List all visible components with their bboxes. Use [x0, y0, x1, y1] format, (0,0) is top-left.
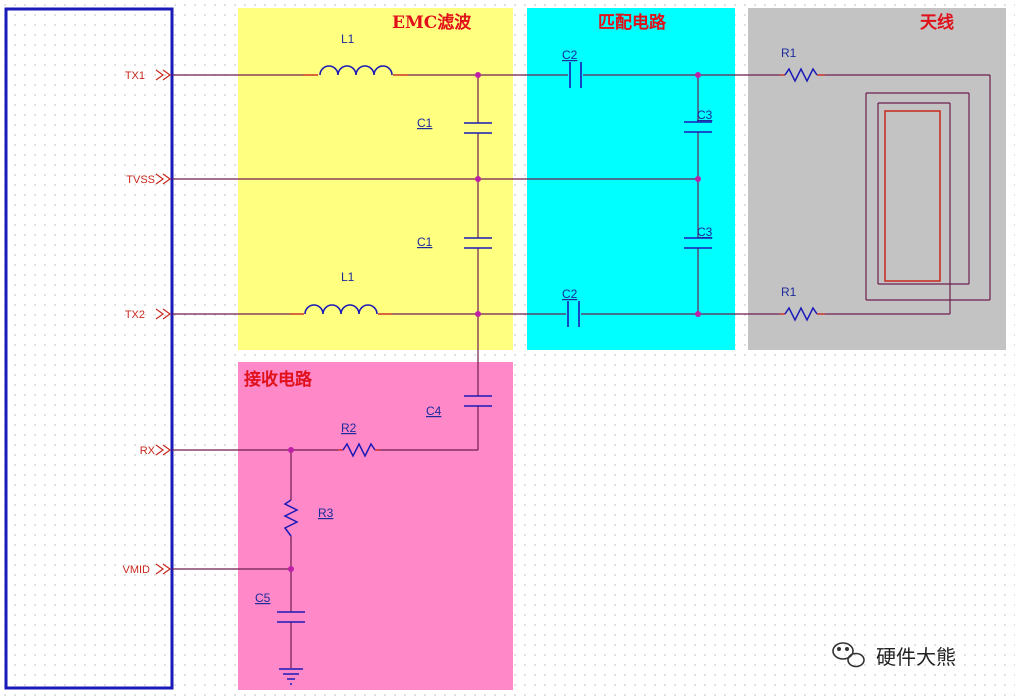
label-r3: R3: [318, 506, 334, 520]
label-c1-top: C1: [417, 116, 433, 130]
emc-filter-title: EMC滤波: [392, 12, 472, 33]
antenna-title: 天线: [920, 12, 954, 33]
inductor-l1-bottom-icon: [290, 304, 392, 315]
pin-label-vmid: VMID: [123, 564, 151, 576]
watermark-text: 硬件大熊: [876, 645, 956, 669]
capacitor-c2-top-icon: [569, 62, 582, 88]
receive-circuit-region: [238, 362, 513, 690]
label-r2: R2: [341, 421, 357, 435]
antenna-coil-icon: [865, 75, 991, 314]
capacitor-c1-top-icon: [464, 122, 492, 134]
resistor-r2-icon: [338, 442, 380, 458]
pin-arrow-icon: [155, 173, 172, 185]
ground-icon: [279, 668, 303, 685]
label-l1-bottom: L1: [341, 270, 355, 284]
pin-label-rx: RX: [140, 445, 156, 457]
label-c4: C4: [426, 404, 442, 418]
capacitor-c5-icon: [277, 611, 305, 623]
label-c2-bottom: C2: [562, 287, 578, 301]
inductor-l1-top-icon: [303, 65, 408, 76]
wires: [172, 74, 990, 668]
pin-arrow-icon: [155, 444, 172, 456]
capacitor-c2-bottom-icon: [567, 301, 580, 327]
pin-tvss: TVSS: [126, 173, 172, 186]
capacitor-c3-bottom-icon: [684, 237, 712, 249]
resistor-r1-bottom-icon: [780, 306, 825, 322]
label-c3-bottom: C3: [697, 225, 713, 239]
capacitor-c1-bottom-icon: [464, 237, 492, 249]
pin-arrow-icon: [155, 308, 172, 320]
pin-arrow-icon: [155, 69, 172, 81]
label-c3-top: C3: [697, 108, 713, 122]
matching-circuit-title: 匹配电路: [598, 12, 667, 33]
label-r1-bottom: R1: [781, 285, 797, 299]
pin-label-tx1: TX1: [125, 70, 145, 82]
wechat-logo-icon: [832, 642, 865, 668]
capacitor-c4-icon: [464, 395, 492, 407]
label-c2-top: C2: [562, 48, 578, 62]
capacitor-c3-top-icon: [684, 121, 712, 133]
pin-vmid: VMID: [123, 563, 172, 576]
receive-circuit-title: 接收电路: [244, 369, 313, 390]
pin-label-tvss: TVSS: [126, 174, 155, 186]
pin-tx1: TX1: [125, 69, 172, 82]
label-c5: C5: [255, 591, 271, 605]
pin-rx: RX: [140, 444, 172, 457]
label-r1-top: R1: [781, 46, 797, 60]
chip-block: [4, 7, 174, 690]
junction-dots: [288, 72, 701, 572]
pin-tx2: TX2: [125, 308, 172, 321]
label-l1-top: L1: [341, 32, 355, 46]
label-c1-bottom: C1: [417, 235, 433, 249]
antenna-region: [748, 8, 1006, 350]
pin-label-tx2: TX2: [125, 309, 145, 321]
pin-arrow-icon: [155, 563, 172, 575]
resistor-r3-icon: [283, 499, 299, 537]
resistor-r1-top-icon: [780, 67, 825, 83]
